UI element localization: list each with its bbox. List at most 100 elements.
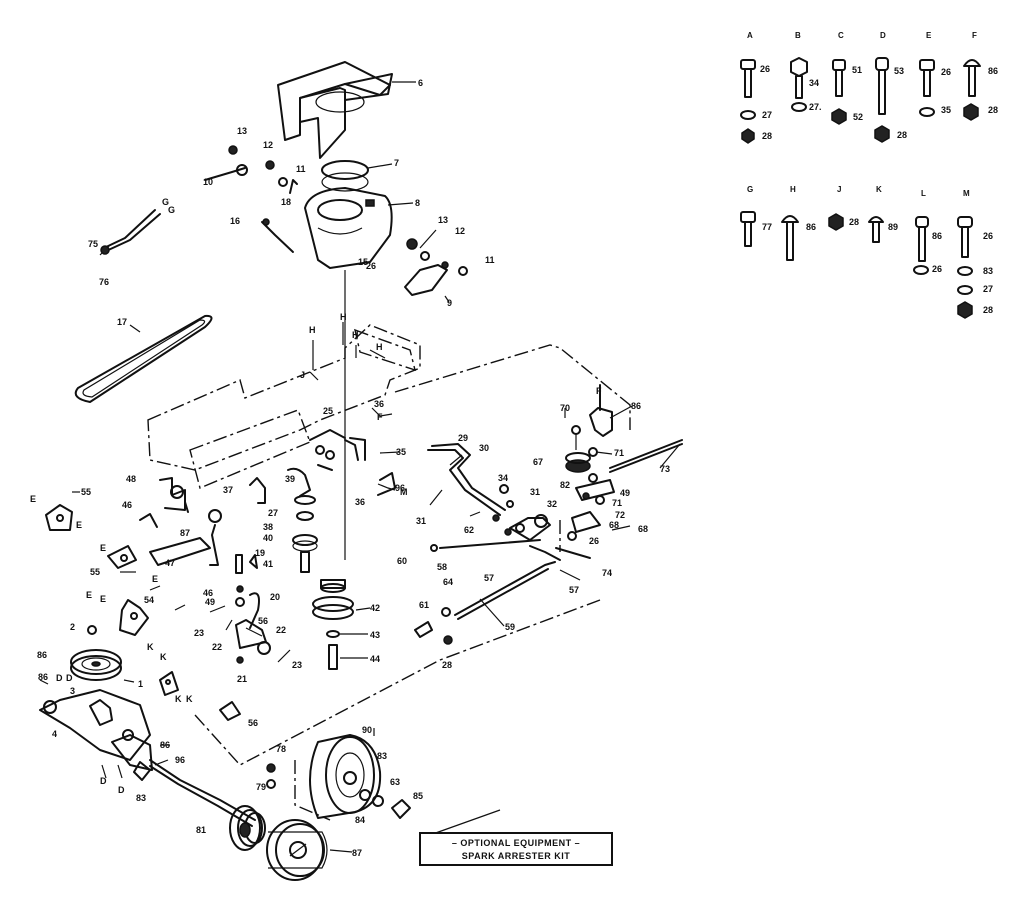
callout-96b: 96 (175, 755, 185, 765)
leader-lines (72, 81, 681, 853)
callout-67: 67 (533, 457, 543, 467)
callout-86c: 86 (160, 740, 170, 750)
callout-labels: 6 7 8 9 10 11 11 12 12 13 13 15 16 17 18… (37, 78, 670, 858)
callout-13a: 13 (237, 126, 247, 136)
callout-22b: 22 (276, 625, 286, 635)
hw-label-a-3: 28 (762, 131, 772, 141)
ref-letter-j: J (300, 370, 305, 380)
brake-assembly (565, 384, 683, 541)
callout-73: 73 (660, 464, 670, 474)
callout-81: 81 (196, 825, 206, 835)
callout-48: 48 (126, 474, 136, 484)
ref-letter-e4: E (152, 574, 158, 584)
callout-26b: 26 (366, 261, 376, 271)
callout-83a: 83 (377, 751, 387, 761)
bolt-m (957, 216, 973, 319)
callout-16: 16 (230, 216, 240, 226)
hw-label-f-1: 86 (988, 66, 998, 76)
hw-label-d-1: 53 (894, 66, 904, 76)
callout-11a: 11 (296, 164, 306, 174)
callout-62: 62 (464, 525, 474, 535)
callout-15: 15 (358, 257, 368, 267)
hw-letter-f: F (972, 31, 977, 40)
callout-19: 19 (255, 548, 265, 558)
callout-13b: 13 (438, 215, 448, 225)
callout-86a: 86 (37, 650, 47, 660)
callout-78: 78 (276, 744, 286, 754)
callout-3: 3 (70, 686, 75, 696)
ref-letter-g2: G (168, 205, 175, 215)
hw-label-m-4: 28 (983, 305, 993, 315)
bolt-f (963, 59, 981, 121)
callout-71b: 71 (612, 498, 622, 508)
ref-letter-e3: E (100, 543, 106, 553)
callout-12b: 12 (455, 226, 465, 236)
hw-label-c-1: 51 (852, 65, 862, 75)
callout-90: 90 (362, 725, 372, 735)
callout-54: 54 (144, 595, 154, 605)
ref-letter-d4: D (118, 785, 125, 795)
hw-label-k-1: 89 (888, 222, 898, 232)
hw-letter-m: M (963, 189, 970, 198)
callout-43: 43 (370, 630, 380, 640)
callout-86d: 86 (38, 672, 48, 682)
callout-28: 28 (442, 660, 452, 670)
callout-44: 44 (370, 654, 380, 664)
hw-label-a-1: 26 (760, 64, 770, 74)
ref-letter-k1: K (160, 652, 167, 662)
hw-label-j-1: 28 (849, 217, 859, 227)
bolt-l (913, 216, 929, 275)
callout-87: 87 (352, 848, 362, 858)
hw-letter-b: B (795, 31, 801, 40)
callout-31b: 31 (416, 516, 426, 526)
bolt-k (868, 216, 884, 243)
hw-letter-e: E (926, 31, 932, 40)
hw-label-f-2: 28 (988, 105, 998, 115)
callout-83b: 83 (136, 793, 146, 803)
ref-letter-d1: D (56, 673, 63, 683)
callout-81b: 82 (560, 480, 570, 490)
callout-38: 38 (263, 522, 273, 532)
frame-outline (147, 324, 631, 821)
bolt-a (740, 59, 756, 144)
ref-letter-e5: E (86, 590, 92, 600)
hw-label-l-1: 86 (932, 231, 942, 241)
callout-70: 70 (560, 403, 570, 413)
callout-37: 37 (223, 485, 233, 495)
hw-label-m-3: 27 (983, 284, 993, 294)
optional-box-line1: – OPTIONAL EQUIPMENT – (452, 838, 580, 848)
callout-60: 60 (397, 556, 407, 566)
callout-75: 75 (88, 239, 98, 249)
callout-86b: 86 (631, 401, 641, 411)
callout-31a: 31 (530, 487, 540, 497)
callout-71a: 71 (614, 448, 624, 458)
engine-assembly (204, 61, 468, 560)
callout-4: 4 (52, 729, 57, 739)
callout-76: 76 (99, 277, 109, 287)
callout-1: 1 (138, 679, 143, 689)
callout-57b: 57 (569, 585, 579, 595)
hw-letter-h: H (790, 185, 796, 194)
hw-letter-a: A (747, 31, 753, 40)
callout-8: 8 (415, 198, 420, 208)
hardware-legend: A B C D E F 26 27 28 34 27. 51 52 (740, 31, 998, 319)
callout-26: 26 (589, 536, 599, 546)
left-brackets (45, 504, 186, 696)
callout-49b: 49 (620, 488, 630, 498)
callout-46b: 46 (203, 588, 213, 598)
callout-68: 68 (609, 520, 619, 530)
callout-85: 85 (413, 791, 423, 801)
reference-letters: G G H H H H J F F M E E E E E E K K K K … (30, 197, 602, 795)
callout-27: 27 (268, 508, 278, 518)
ref-letter-e2: E (76, 520, 82, 530)
callout-40: 40 (263, 533, 273, 543)
reference-arrows (309, 322, 396, 491)
ref-letter-f1: F (377, 412, 383, 422)
bolt-h (781, 215, 799, 261)
hw-label-l-2: 26 (932, 264, 942, 274)
callout-57a: 57 (484, 573, 494, 583)
ref-letter-h2: H (340, 312, 347, 322)
callout-34: 34 (498, 473, 508, 483)
callout-41: 41 (263, 559, 273, 569)
callout-72: 72 (615, 510, 625, 520)
